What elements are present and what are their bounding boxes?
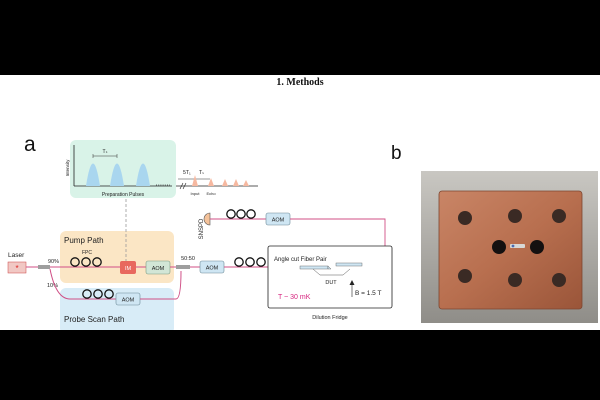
prep-pulse-2	[110, 163, 124, 186]
figure-page: 1. Methods a b Intensity Tₛ Preparation …	[0, 75, 600, 330]
probe-scan-path-label: Probe Scan Path	[64, 315, 124, 324]
output-fiber	[335, 262, 363, 267]
section-heading: 1. Methods	[276, 77, 324, 88]
input-label: Input	[191, 191, 201, 196]
pump-path-label: Pump Path	[64, 236, 104, 245]
im-label: IM	[125, 266, 132, 272]
pump-path-box	[60, 231, 174, 283]
coupler-50-50	[176, 265, 190, 269]
fpc-loop	[226, 209, 236, 219]
split-10-label: 10%	[47, 283, 58, 289]
aom-detector-label: AOM	[272, 218, 285, 224]
snspd-label: SNSPD	[199, 218, 205, 239]
temperature-label: T ~ 30 mK	[278, 294, 311, 301]
echo-label: Echo	[206, 191, 216, 196]
fiber-pair-label: Angle cut Fiber Pair	[274, 257, 327, 263]
aom-probe-label: AOM	[122, 298, 135, 304]
input-pulse	[192, 175, 198, 186]
fpc-label: FPC	[82, 250, 92, 256]
coupler-label: 50:50	[181, 256, 195, 262]
intensity-modulator	[120, 261, 136, 274]
laser-star-icon: *	[15, 264, 18, 273]
input-fiber	[299, 265, 329, 270]
prep-pulse-1	[86, 163, 100, 186]
aom-pump-label: AOM	[152, 266, 165, 272]
sample-mount-photo	[421, 171, 598, 323]
preparation-pulses-label: Preparation Pulses	[102, 192, 145, 198]
panel-label-a: a	[24, 133, 36, 156]
snspd-detector	[203, 212, 211, 226]
copper-plate	[438, 190, 583, 310]
prep-pulse-3	[136, 163, 150, 186]
setup-diagram: Intensity Tₛ Preparation Pulses 5T₁ Tₛ I…	[7, 140, 393, 330]
echo-pulse	[208, 178, 214, 186]
laser-label: Laser	[8, 252, 25, 259]
dut-label: DUT	[325, 280, 337, 286]
aom-main-label: AOM	[206, 266, 219, 272]
mount-hole	[458, 211, 472, 225]
dut-device	[312, 268, 351, 276]
preparation-pulses-box	[70, 140, 176, 198]
period-label: Tₛ	[103, 149, 108, 155]
panel-label-b: b	[391, 143, 402, 164]
splitter	[38, 265, 50, 269]
echo-delay-label: Tₛ	[199, 170, 204, 176]
fridge-label: Dilution Fridge	[312, 315, 347, 321]
intensity-axis-label: Intensity	[65, 159, 70, 177]
delay-label: 5T₁	[183, 170, 191, 176]
field-label: B = 1.5 T	[355, 290, 381, 297]
fiber-port	[492, 240, 506, 254]
split-90-label: 90%	[48, 259, 59, 265]
dilution-fridge-box	[267, 245, 393, 309]
